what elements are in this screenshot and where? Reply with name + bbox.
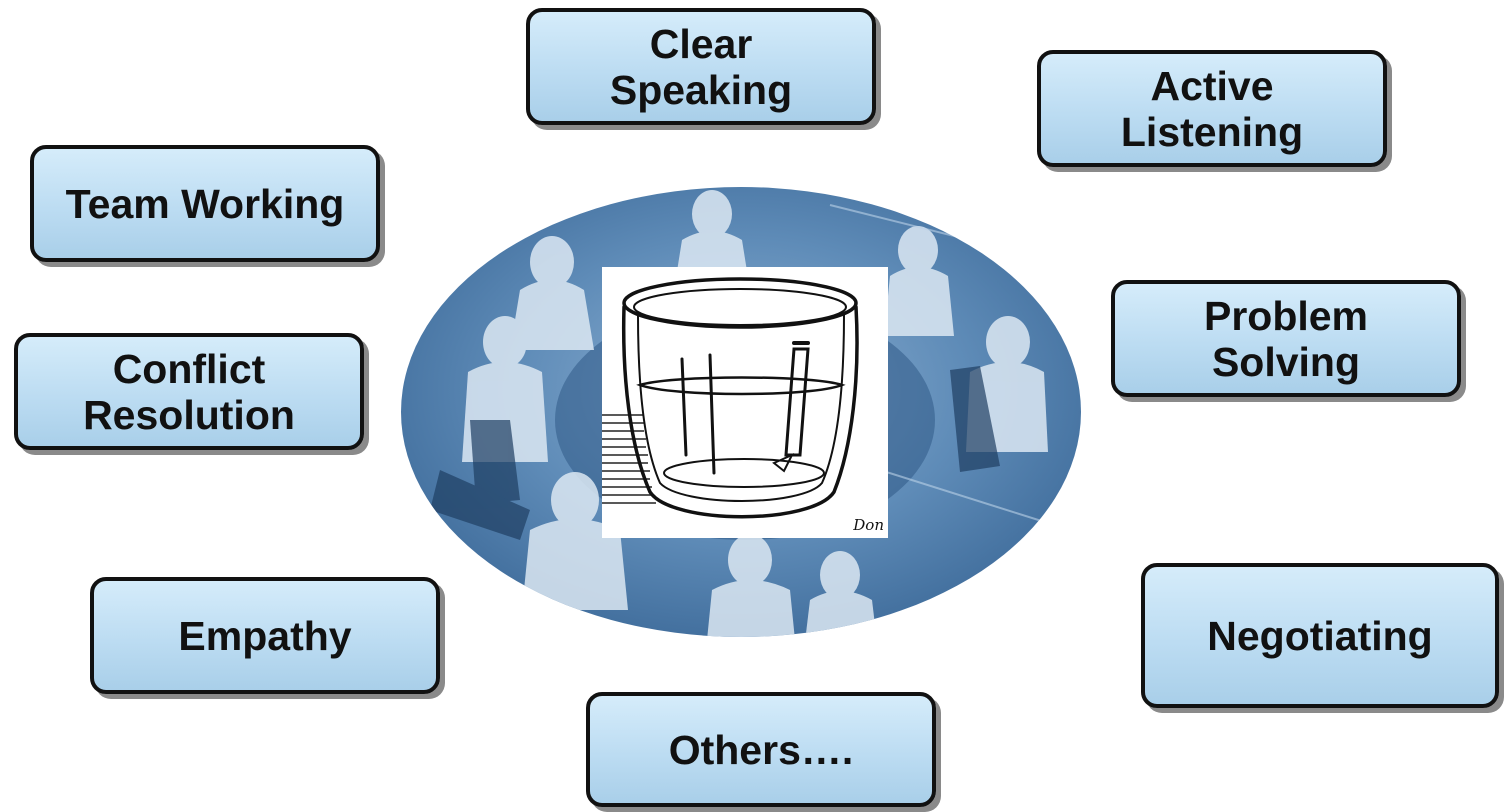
skill-box-conflict-resolution: Conflict Resolution	[14, 333, 364, 450]
skill-label: Active Listening	[1120, 62, 1304, 155]
skill-box-problem-solving: Problem Solving	[1111, 280, 1461, 397]
skill-box-clear-speaking: Clear Speaking	[526, 8, 876, 125]
glass-cartoon: Don	[602, 267, 888, 538]
skill-label: Negotiating	[1207, 612, 1433, 659]
skill-box-active-listening: Active Listening	[1037, 50, 1387, 167]
skill-box-empathy: Empathy	[90, 577, 440, 694]
skill-label: Empathy	[178, 612, 352, 659]
glass-drawing	[602, 277, 859, 519]
cartoon-signature: Don	[853, 516, 884, 534]
skill-label: Problem Solving	[1203, 292, 1369, 385]
skill-label: Team Working	[65, 180, 345, 227]
skill-box-negotiating: Negotiating	[1141, 563, 1499, 708]
skill-box-team-working: Team Working	[30, 145, 380, 262]
skill-label: Clear Speaking	[609, 20, 793, 113]
skill-box-others: Others….	[586, 692, 936, 807]
skill-label: Conflict Resolution	[83, 345, 295, 438]
skill-label: Others….	[668, 726, 854, 773]
